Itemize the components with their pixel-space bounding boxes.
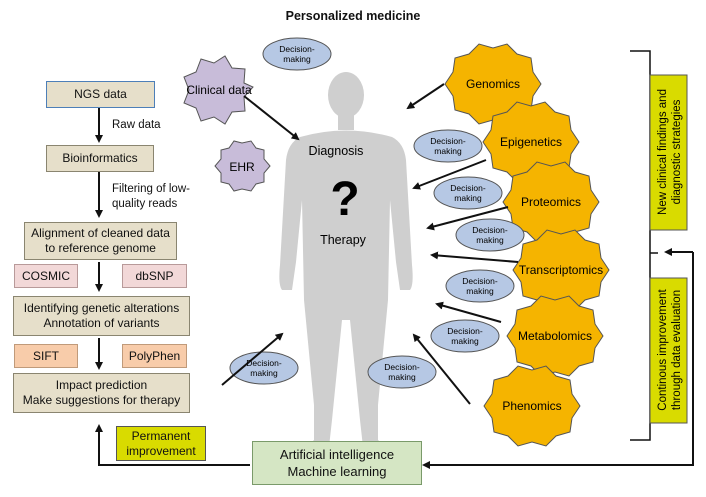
transcriptomics-label: Transcriptomics — [519, 263, 603, 277]
impact-box: Impact prediction Make suggestions for t… — [13, 373, 190, 413]
svg-text:making: making — [250, 368, 278, 378]
right-bracket — [630, 50, 658, 441]
omics-shapes — [444, 43, 610, 447]
transcriptomics-shape — [512, 229, 610, 311]
phenomics-shape — [483, 365, 581, 447]
svg-text:making: making — [283, 54, 311, 64]
filtering-label: Filtering of low- quality reads — [112, 183, 190, 210]
metabolomics-label: Metabolomics — [518, 329, 592, 343]
sift-box: SIFT — [14, 344, 78, 368]
ehr-shape — [214, 140, 271, 192]
page-title: Personalized medicine — [285, 9, 421, 23]
diagnosis-label: Diagnosis — [309, 144, 364, 158]
svg-text:Decision-: Decision- — [279, 44, 315, 54]
bioinformatics-box: Bioinformatics — [46, 145, 154, 172]
identifying-box: Identifying genetic alterations Annotati… — [13, 296, 190, 336]
proteomics-label: Proteomics — [521, 195, 581, 209]
svg-text:Decision-: Decision- — [447, 326, 483, 336]
ai-ml-box: Artificial intelligence Machine learning — [252, 441, 422, 485]
decision-labels: Decision-making Decision-making Decision… — [246, 44, 508, 382]
human-silhouette — [279, 72, 413, 456]
permanent-improvement-box: Permanent improvement — [116, 426, 206, 461]
svg-text:Decision-: Decision- — [384, 362, 420, 372]
question-mark: ? — [330, 173, 359, 226]
dbsnp-box: dbSNP — [122, 264, 187, 288]
raw-data-label: Raw data — [112, 119, 161, 131]
clinical-data-label: Clinical data — [186, 83, 252, 97]
svg-text:Decision-: Decision- — [246, 358, 282, 368]
decision-ellipses — [229, 37, 525, 389]
svg-text:through data evaluation: through data evaluation — [671, 290, 683, 410]
svg-text:making: making — [476, 235, 504, 245]
svg-text:Continous improvement: Continous improvement — [657, 288, 669, 410]
phenomics-label: Phenomics — [502, 399, 561, 413]
svg-text:making: making — [454, 193, 482, 203]
svg-text:making: making — [451, 336, 479, 346]
svg-text:Decision-: Decision- — [430, 136, 466, 146]
polyphen-box: PolyPhen — [122, 344, 187, 368]
metabolomics-shape — [506, 295, 604, 377]
alignment-box: Alignment of cleaned data to reference g… — [24, 222, 177, 260]
epigenetics-label: Epigenetics — [500, 135, 562, 149]
svg-text:diagnostic strategies: diagnostic strategies — [671, 99, 683, 204]
svg-text:making: making — [434, 146, 462, 156]
genomics-label: Genomics — [466, 77, 520, 91]
continuous-improvement-box: Continous improvement through data evalu… — [649, 277, 688, 424]
cosmic-box: COSMIC — [14, 264, 78, 288]
therapy-label: Therapy — [320, 233, 367, 247]
svg-text:Decision-: Decision- — [450, 183, 486, 193]
svg-text:Decision-: Decision- — [462, 276, 498, 286]
new-findings-box: New clinical findings and diagnostic str… — [649, 74, 688, 231]
svg-text:New clinical findings and: New clinical findings and — [657, 89, 669, 215]
clinical-data-shape — [183, 55, 254, 125]
svg-text:making: making — [466, 286, 494, 296]
ehr-label: EHR — [229, 160, 255, 174]
svg-text:Decision-: Decision- — [472, 225, 508, 235]
svg-text:making: making — [388, 372, 416, 382]
ngs-data-box: NGS data — [46, 81, 155, 108]
